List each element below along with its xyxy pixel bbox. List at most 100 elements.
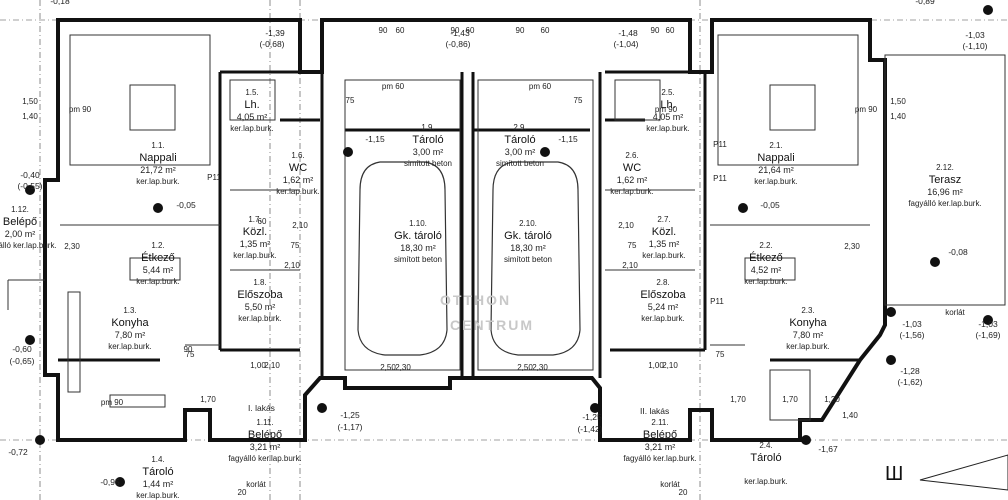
- room-name: Lh.: [244, 99, 259, 111]
- dimension-label: 75: [346, 96, 355, 105]
- room-floor: ker.lap.burk.: [744, 277, 788, 286]
- dimension-label: 2,50: [380, 363, 396, 372]
- room-number: 2.1.: [769, 141, 782, 150]
- room-number: 1.2.: [151, 241, 164, 250]
- outer-walls: [43, 18, 887, 442]
- unit-label-2: II. lakás: [640, 406, 669, 416]
- level-label: -0,89: [915, 0, 935, 6]
- room-area: 1,62 m²: [617, 175, 648, 185]
- room-number: 2.11.: [651, 418, 668, 427]
- room-number: 1.5.: [245, 88, 258, 97]
- room-name: WC: [623, 162, 641, 174]
- room-name: Előszoba: [640, 289, 686, 301]
- room-number: 2.4.: [759, 441, 772, 450]
- room-floor: fagyálló ker.lap.burk.: [228, 454, 301, 463]
- dimension-label: korlát: [945, 308, 965, 317]
- room-floor: ker.lap.burk.: [136, 277, 180, 286]
- dimension-label: 2,10: [618, 221, 634, 230]
- level-label: (-1,42): [577, 424, 602, 434]
- dimension-label: 1,70: [200, 395, 216, 404]
- dimension-label: 2,30: [64, 242, 80, 251]
- dimension-label: 75: [574, 96, 583, 105]
- room-area: 1,35 m²: [649, 239, 680, 249]
- level-label: -1,25: [340, 410, 360, 420]
- room-area: 4,05 m²: [653, 112, 684, 122]
- room-name: Terasz: [929, 174, 961, 186]
- room-area: 5,50 m²: [245, 302, 276, 312]
- dimension-label: 90: [651, 26, 660, 35]
- dimension-label: 75: [186, 350, 195, 359]
- room-number: 2.8.: [656, 278, 669, 287]
- room-floor: fagyálló ker.lap.burk.: [623, 454, 696, 463]
- room-number: 2.7.: [657, 215, 670, 224]
- room-area: 21,72 m²: [140, 165, 176, 175]
- dimension-label: 1,00: [250, 361, 266, 370]
- room-floor: ker.lap.burk.: [230, 124, 274, 133]
- svg-text:Ш: Ш: [885, 463, 903, 485]
- dimension-label: 2,10: [622, 261, 638, 270]
- dimension-label: P11: [207, 173, 221, 182]
- room-number: 2.2.: [759, 241, 772, 250]
- room-name: Lh.: [660, 99, 675, 111]
- room-area: 1,62 m²: [283, 175, 314, 185]
- room-area: 18,30 m²: [400, 243, 436, 253]
- dimension-label: 60: [666, 26, 675, 35]
- dimension-label: 60: [258, 217, 267, 226]
- watermark-line1: OTTHON: [440, 292, 511, 308]
- room-floor: ker.lap.burk.: [646, 124, 690, 133]
- dimension-label: 2,10: [292, 221, 308, 230]
- room-area: 5,44 m²: [143, 265, 174, 275]
- interior-details: [7, 34, 1006, 421]
- dimension-label: 90: [451, 26, 460, 35]
- room-area: 21,64 m²: [758, 165, 794, 175]
- room-number: 2.3.: [801, 306, 814, 315]
- dimension-label: 90: [516, 26, 525, 35]
- inner-walls: [58, 70, 860, 378]
- dimension-label: 1,40: [22, 112, 38, 121]
- dimension-label: 60: [541, 26, 550, 35]
- room-area: 18,30 m²: [510, 243, 546, 253]
- level-label: -1,25: [582, 412, 602, 422]
- dimension-label: P11: [713, 174, 727, 183]
- room-area: 7,80 m²: [793, 330, 824, 340]
- dimension-label: 75: [291, 241, 300, 250]
- level-label: (-1,17): [337, 422, 362, 432]
- level-label: (-0,65): [9, 356, 34, 366]
- room-number: 2.5.: [661, 88, 674, 97]
- room-name: WC: [289, 162, 307, 174]
- dimension-label: korlát: [660, 480, 680, 489]
- room-name: Tároló: [142, 466, 173, 478]
- room-floor: ker.lap.burk.: [786, 342, 830, 351]
- dimension-label: 1,50: [890, 97, 906, 106]
- level-label: -0,05: [176, 200, 196, 210]
- dimension-label: 60: [466, 26, 475, 35]
- dimension-label: pm 90: [101, 398, 124, 407]
- dimension-label: korlát: [246, 480, 266, 489]
- room-name: Étkező: [141, 251, 175, 264]
- level-label: -0,05: [760, 200, 780, 210]
- room-floor: ker.lap.burk.: [238, 314, 282, 323]
- level-label: (-0,86): [445, 39, 470, 49]
- room-number: 2.12.: [936, 163, 954, 172]
- room-floor: simított beton: [404, 159, 452, 168]
- room-number: 2.10.: [519, 219, 537, 228]
- room-number: 2.6.: [625, 151, 638, 160]
- dimension-label: 2,50: [517, 363, 533, 372]
- room-number: 1.12.: [11, 205, 29, 214]
- room-area: 3,21 m²: [250, 442, 281, 452]
- room-name: Konyha: [789, 317, 827, 329]
- room-name: Belépő: [643, 429, 677, 441]
- room-floor: simított beton: [394, 255, 442, 264]
- level-label: (-1,62): [897, 377, 922, 387]
- dimension-label: pm 90: [655, 105, 678, 114]
- level-label: -1,15: [365, 134, 385, 144]
- room-number: 1.3.: [123, 306, 136, 315]
- room-floor: ker.lap.burk.: [233, 251, 277, 260]
- watermark-line2: CENTRUM: [450, 317, 534, 333]
- room-area: 3,00 m²: [413, 147, 444, 157]
- unit-label-1: I. lakás: [248, 403, 275, 413]
- room-floor: ker.lap.burk.: [136, 177, 180, 186]
- room-floor: ker.lap.burk.: [754, 177, 798, 186]
- room-number: 1.1.: [151, 141, 164, 150]
